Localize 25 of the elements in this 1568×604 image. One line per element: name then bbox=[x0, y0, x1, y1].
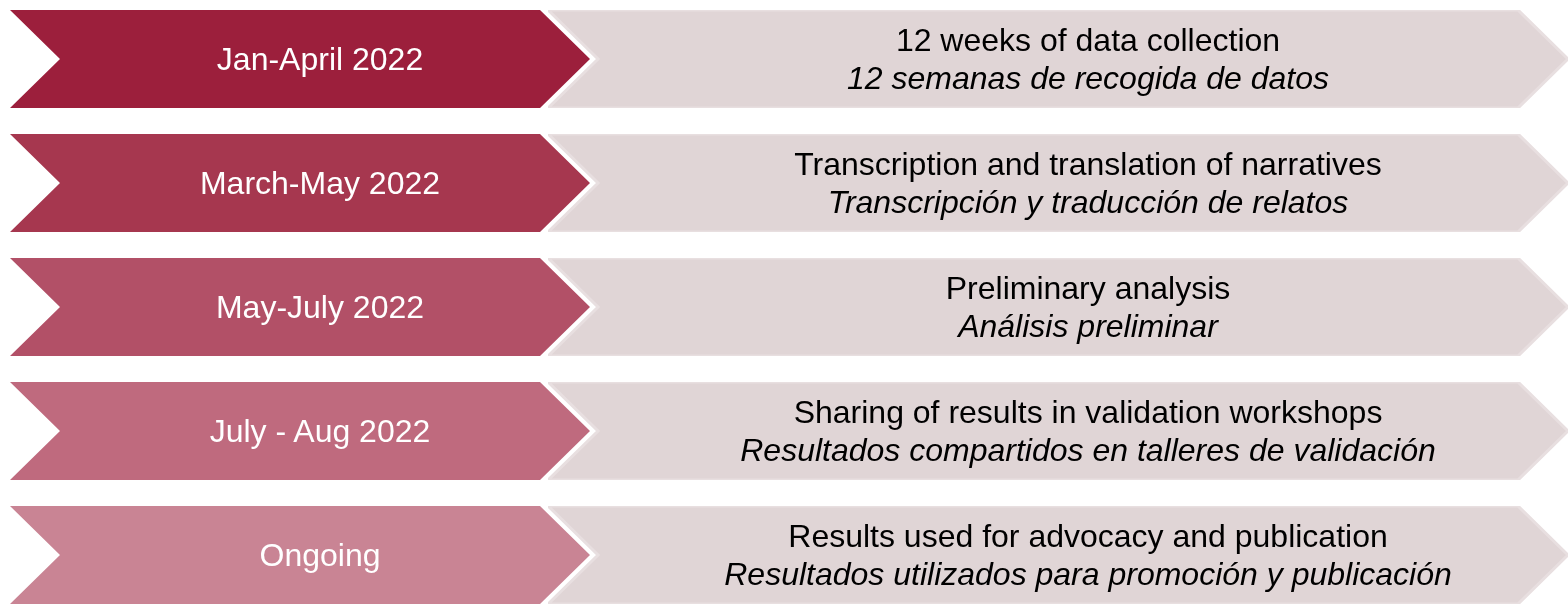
date-label: Jan-April 2022 bbox=[216, 40, 424, 78]
translation-text: Transcripción y traducción de relatos bbox=[827, 183, 1349, 221]
date-banner bbox=[10, 134, 590, 232]
description-text: 12 weeks of data collection bbox=[895, 21, 1281, 59]
date-label: March-May 2022 bbox=[199, 164, 441, 202]
description-banner bbox=[548, 258, 1568, 356]
translation-text: Resultados utilizados para promoción y publicación bbox=[724, 555, 1452, 593]
description-banner bbox=[548, 134, 1568, 232]
date-banner bbox=[10, 382, 590, 480]
description-text: Transcription and translation of narratives bbox=[794, 145, 1382, 183]
description-text: Results used for advocacy and publication bbox=[788, 517, 1388, 555]
date-banner bbox=[10, 506, 590, 604]
date-banner bbox=[10, 10, 590, 108]
description-text: Preliminary analysis bbox=[945, 269, 1231, 307]
date-banner bbox=[10, 258, 590, 356]
date-label: July - Aug 2022 bbox=[209, 412, 431, 450]
translation-text: 12 semanas de recogida de datos bbox=[846, 59, 1330, 97]
translation-text: Análisis preliminar bbox=[958, 307, 1218, 345]
description-banner bbox=[548, 10, 1568, 108]
date-label: May-July 2022 bbox=[215, 288, 425, 326]
translation-text: Resultados compartidos en talleres de validación bbox=[740, 431, 1436, 469]
description-banner bbox=[548, 382, 1568, 480]
date-label: Ongoing bbox=[259, 536, 381, 574]
description-text: Sharing of results in validation workshops bbox=[793, 393, 1383, 431]
description-banner bbox=[548, 506, 1568, 604]
